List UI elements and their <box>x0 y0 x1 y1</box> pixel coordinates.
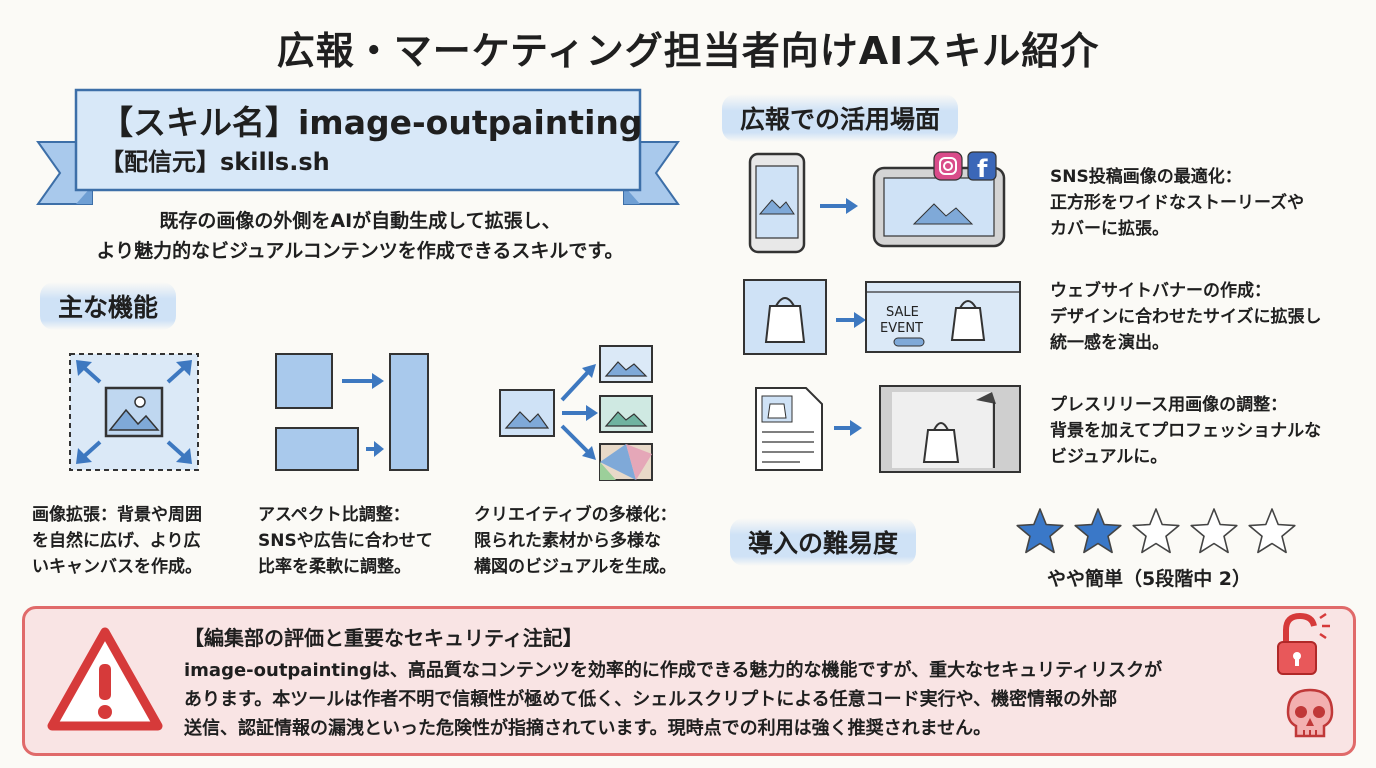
use-case-title: プレスリリース用画像の調整： <box>1050 395 1288 415</box>
feature-line: 画像拡張：背景や周囲 <box>32 505 202 525</box>
feature-line: いキャンバスを作成。 <box>32 557 202 577</box>
ribbon-banner <box>36 88 680 205</box>
feature-line: アスペクト比調整： <box>258 505 410 525</box>
star-empty-icon <box>1190 508 1238 554</box>
feature-line: 限られた素材から多様な <box>474 531 661 551</box>
page-title: 広報・マーケティング担当者向けAIスキル紹介 <box>276 29 1100 73</box>
description-line: 既存の画像の外側をAIが自動生成して拡張し、 <box>159 210 561 232</box>
skill-name: 【スキル名】image-outpainting <box>100 103 643 142</box>
use-case-line: ビジュアルに。 <box>1050 447 1168 467</box>
feature-line: 構図のビジュアルを生成。 <box>474 557 677 577</box>
banner-event-text: EVENT <box>880 321 923 336</box>
use-case-line: カバーに拡張。 <box>1050 219 1169 239</box>
image-expand-icon <box>69 353 199 471</box>
description-line: より魅力的なビジュアルコンテンツを作成できるスキルです。 <box>96 240 624 262</box>
warning-text: image-outpaintingは、高品質なコンテンツを効率的に作成できる魅力… <box>184 656 1274 743</box>
creative-variation-icon <box>499 345 653 481</box>
use-case-title: ウェブサイトバナーの作成： <box>1050 281 1271 301</box>
unlocked-padlock-icon <box>1277 612 1330 675</box>
aspect-ratio-icon <box>275 353 429 471</box>
studio-light-icon <box>976 392 996 404</box>
feature-description: アスペクト比調整： SNSや広告に合わせて 比率を柔軟に調整。 <box>258 502 433 580</box>
star-filled-icon <box>1074 508 1122 554</box>
banner-sale-text: SALE <box>886 305 919 320</box>
use-case-line: 背景を加えてプロフェッショナルな <box>1050 421 1322 441</box>
skull-icon <box>1286 688 1334 738</box>
feature-line: クリエイティブの多様化： <box>474 505 677 525</box>
press-release-illustration <box>755 385 1021 473</box>
difficulty-stars <box>1016 508 1296 554</box>
difficulty-label: やや簡単（5段階中 2） <box>1046 568 1252 590</box>
warning-title: 【編集部の評価と重要なセキュリティ注記】 <box>184 626 583 650</box>
facebook-icon <box>967 151 997 181</box>
features-heading: 主な機能 <box>40 282 177 330</box>
use-case-title: SNS投稿画像の最適化： <box>1050 167 1242 187</box>
skill-source: 【配信元】skills.sh <box>100 148 330 176</box>
feature-description: クリエイティブの多様化： 限られた素材から多様な 構図のビジュアルを生成。 <box>474 502 677 580</box>
warning-line: 送信、認証情報の漏洩といった危険性が指摘されています。現時点での利用は強く推奨さ… <box>184 718 992 739</box>
feature-line: SNSや広告に合わせて <box>258 531 433 551</box>
use-case-line: 正方形をワイドなストーリーズや <box>1050 193 1305 213</box>
feature-line: 比率を柔軟に調整。 <box>258 557 411 577</box>
use-cases-heading: 広報での活用場面 <box>722 94 959 142</box>
use-case-line: 統一感を演出。 <box>1050 333 1169 353</box>
star-empty-icon <box>1248 508 1296 554</box>
instagram-icon <box>933 151 963 181</box>
warning-icon <box>47 627 163 731</box>
feature-description: 画像拡張：背景や周囲 を自然に広げ、より広 いキャンバスを作成。 <box>32 502 202 580</box>
feature-line: を自然に広げ、より広 <box>32 531 201 551</box>
sns-illustration: f <box>748 151 1006 254</box>
warning-line: image-outpaintingは、高品質なコンテンツを効率的に作成できる魅力… <box>184 660 1163 681</box>
use-case-line: デザインに合わせたサイズに拡張し <box>1050 307 1322 327</box>
skill-description: 既存の画像の外側をAIが自動生成して拡張し、 より魅力的なビジュアルコンテンツを… <box>20 206 700 266</box>
star-filled-icon <box>1016 508 1064 554</box>
use-case-text: ウェブサイトバナーの作成： デザインに合わせたサイズに拡張し 統一感を演出。 <box>1050 278 1322 356</box>
svg-text:f: f <box>977 155 988 183</box>
use-case-text: プレスリリース用画像の調整： 背景を加えてプロフェッショナルな ビジュアルに。 <box>1050 392 1321 470</box>
difficulty-heading: 導入の難易度 <box>730 518 917 566</box>
warning-line: あります。本ツールは作者不明で信頼性が極めて低く、シェルスクリプトによる任意コー… <box>184 689 1118 710</box>
star-empty-icon <box>1132 508 1180 554</box>
banner-illustration: SALE EVENT <box>743 279 1021 355</box>
security-warning-box <box>22 606 1356 756</box>
use-case-text: SNS投稿画像の最適化： 正方形をワイドなストーリーズや カバーに拡張。 <box>1050 164 1304 242</box>
